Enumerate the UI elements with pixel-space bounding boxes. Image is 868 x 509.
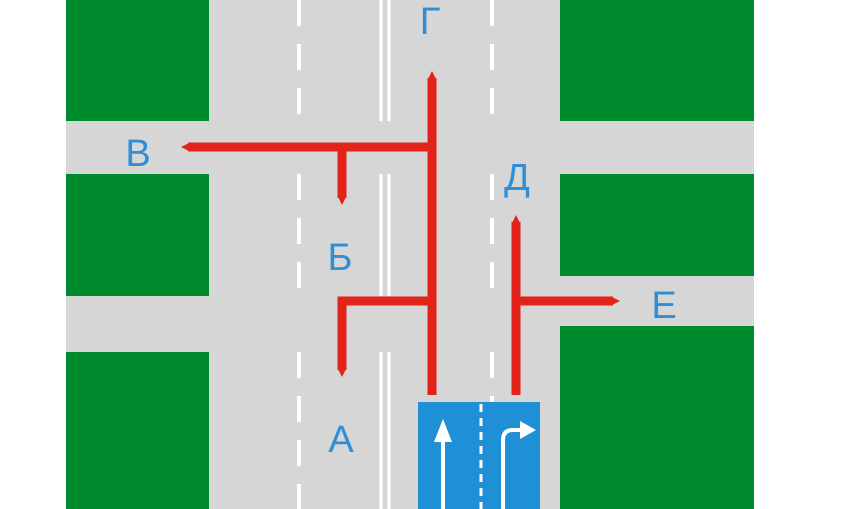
grass-block-middle-right bbox=[560, 174, 754, 276]
sign-straight-right-arrow-icon bbox=[501, 421, 536, 509]
grass-block-middle-left bbox=[66, 174, 209, 296]
label-d: Д bbox=[504, 157, 530, 199]
grass-block-bottom-left bbox=[66, 352, 209, 509]
label-b: Б bbox=[328, 237, 353, 279]
route-arrows bbox=[181, 71, 620, 395]
label-g: Г bbox=[420, 1, 441, 43]
lane-markings bbox=[297, 0, 494, 509]
sign-background bbox=[418, 402, 540, 509]
route-arrow-uturn-a bbox=[337, 296, 432, 377]
label-e: Е bbox=[651, 285, 676, 327]
grass-blocks bbox=[66, 0, 754, 509]
grass-block-bottom-right bbox=[560, 326, 754, 509]
grass-block-top-right bbox=[560, 0, 754, 121]
sign-straight-arrow-icon bbox=[434, 419, 452, 509]
lane-direction-sign bbox=[418, 402, 540, 509]
label-a: А bbox=[328, 419, 354, 461]
grass-block-top-left bbox=[66, 0, 209, 121]
label-v: В bbox=[125, 133, 150, 175]
direction-labels: А Б В Г Д Е bbox=[125, 1, 676, 461]
